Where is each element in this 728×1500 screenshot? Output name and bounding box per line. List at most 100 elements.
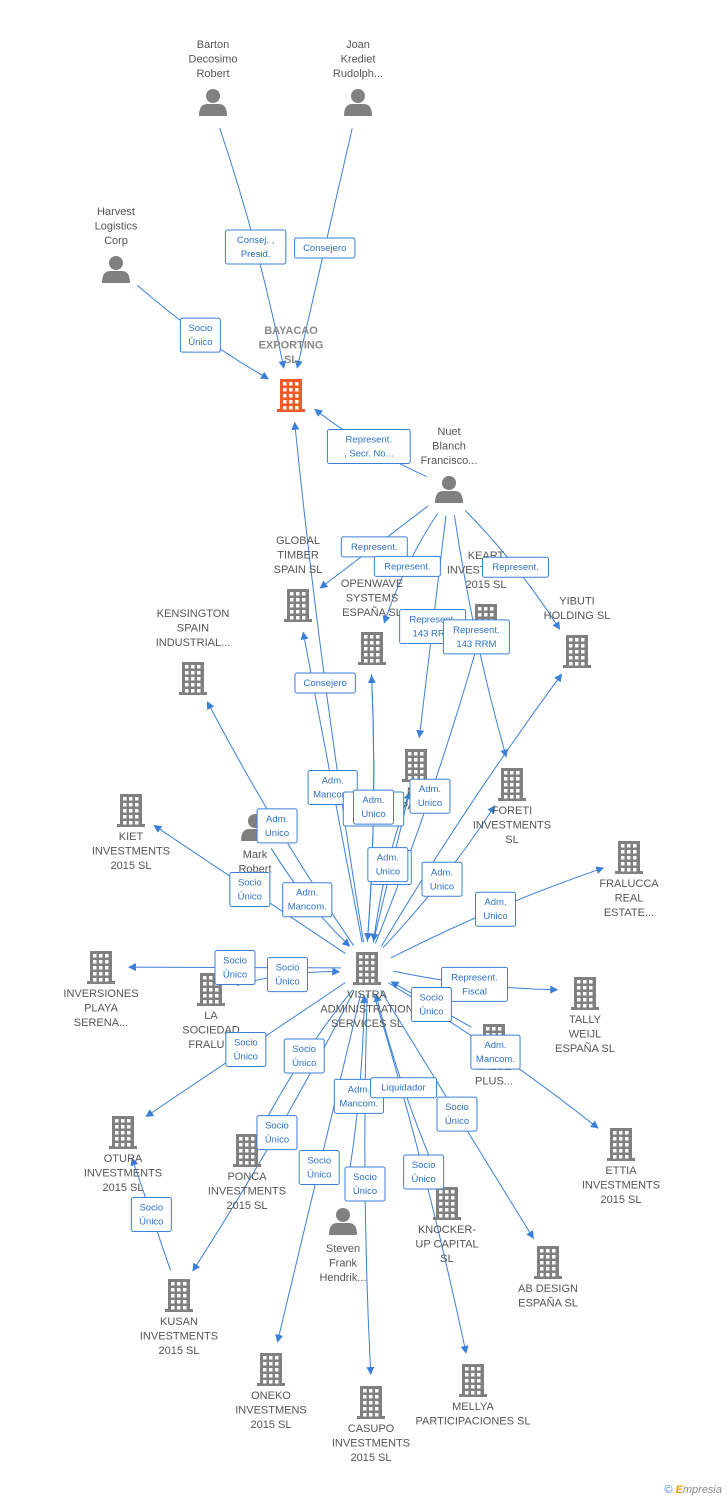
node-label-line: INVESTMENTS bbox=[332, 1438, 410, 1450]
relation-label[interactable]: Represent. bbox=[482, 556, 550, 578]
node-label-line: 2015 SL bbox=[601, 1194, 642, 1206]
building-icon bbox=[179, 662, 207, 695]
node-label-line: KNOCKER- bbox=[418, 1224, 476, 1236]
relation-label-text: Unico bbox=[361, 809, 385, 820]
relation-label[interactable]: Represent.143 RRM bbox=[442, 619, 510, 655]
node-label-line: FRALU... bbox=[188, 1039, 233, 1051]
node-label-line: SERENA... bbox=[74, 1017, 128, 1029]
company-node[interactable]: LASOCIEDADFRALU... bbox=[182, 973, 240, 1051]
relation-label-text: Unico bbox=[265, 828, 289, 839]
node-label-line: PARTICIPACIONES SL bbox=[416, 1416, 531, 1428]
node-label-line: PLAYA bbox=[84, 1003, 118, 1015]
relation-label[interactable]: Consejero bbox=[294, 237, 356, 259]
relation-label-text: Socio bbox=[238, 878, 262, 889]
relation-label-text: Represent. bbox=[451, 972, 497, 983]
node-label-line: Nuet bbox=[437, 426, 460, 438]
node-label-line: Steven bbox=[326, 1243, 360, 1255]
node-label-line: FORETI bbox=[492, 805, 532, 817]
relation-label-text: Único bbox=[445, 1116, 469, 1127]
relation-label[interactable]: Adm.Unico bbox=[421, 861, 463, 897]
relation-label[interactable]: Represent. bbox=[373, 555, 441, 577]
relation-label[interactable]: Adm.Unico bbox=[367, 847, 409, 883]
node-label-line: INDUSTRIAL... bbox=[156, 637, 231, 649]
person-node[interactable]: NuetBlanchFrancisco... bbox=[421, 426, 478, 503]
relation-label-box bbox=[370, 1077, 438, 1099]
relation-label-text: Unico bbox=[418, 798, 442, 809]
relation-label[interactable]: Consej. ,Presid. bbox=[224, 229, 287, 265]
relation-label[interactable]: Represent.Fiscal bbox=[441, 966, 509, 1002]
relation-label[interactable]: Adm.Unico bbox=[475, 891, 517, 927]
person-node[interactable]: StevenFrankHendrik... bbox=[319, 1208, 367, 1284]
relation-label-box bbox=[482, 556, 550, 578]
node-label-line: 2015 SL bbox=[227, 1200, 268, 1212]
relation-label-text: Único bbox=[139, 1216, 163, 1227]
relation-label-text: Represent. bbox=[351, 542, 397, 553]
relation-label[interactable]: Represent. bbox=[340, 536, 408, 558]
relation-label[interactable]: Adm.Mancom. bbox=[282, 882, 333, 918]
relation-label[interactable]: Adm.Mancom. bbox=[470, 1034, 521, 1070]
relation-label[interactable]: Represent., Secr. No... bbox=[326, 428, 411, 464]
relation-label[interactable]: Liquidador bbox=[370, 1077, 438, 1099]
relation-label-box bbox=[475, 891, 517, 927]
relation-label[interactable]: Adm.Unico bbox=[353, 789, 395, 825]
node-label-line: Frank bbox=[329, 1258, 358, 1270]
footer-brand[interactable]: © Empresia bbox=[664, 1484, 722, 1496]
person-icon bbox=[329, 1208, 357, 1235]
company-node[interactable]: FRALUCCAREALESTATE... bbox=[599, 841, 659, 919]
building-icon bbox=[109, 1116, 137, 1149]
relation-label-box bbox=[294, 672, 356, 694]
relation-label-text: Socio bbox=[292, 1044, 316, 1055]
node-label-line: Harvest bbox=[97, 206, 135, 218]
building-icon bbox=[571, 977, 599, 1010]
relation-label[interactable]: Consejero bbox=[294, 672, 356, 694]
relation-label-text: Único bbox=[411, 1174, 435, 1185]
relation-label-text: Liquidador bbox=[381, 1083, 425, 1094]
relation-label-text: Socio bbox=[265, 1121, 289, 1132]
node-label-line: Robert bbox=[196, 68, 229, 80]
relation-label-text: Único bbox=[265, 1135, 289, 1146]
node-label-line: TIMBER bbox=[277, 550, 319, 562]
person-node[interactable]: JoanKredietRudolph... bbox=[333, 39, 383, 116]
relation-label[interactable]: Adm.Unico bbox=[256, 808, 298, 844]
relation-label[interactable]: Adm.Unico bbox=[409, 778, 451, 814]
company-node[interactable]: INVERSIONESPLAYASERENA... bbox=[63, 951, 139, 1029]
company-node[interactable]: KENSINGTONSPAININDUSTRIAL... bbox=[156, 608, 231, 695]
node-label-line: PLUS... bbox=[475, 1076, 513, 1088]
node-label-line: Francisco... bbox=[421, 455, 478, 467]
node-label-line: Mark bbox=[243, 849, 268, 861]
relation-label-text: Socio bbox=[276, 963, 300, 974]
building-icon bbox=[117, 794, 145, 827]
